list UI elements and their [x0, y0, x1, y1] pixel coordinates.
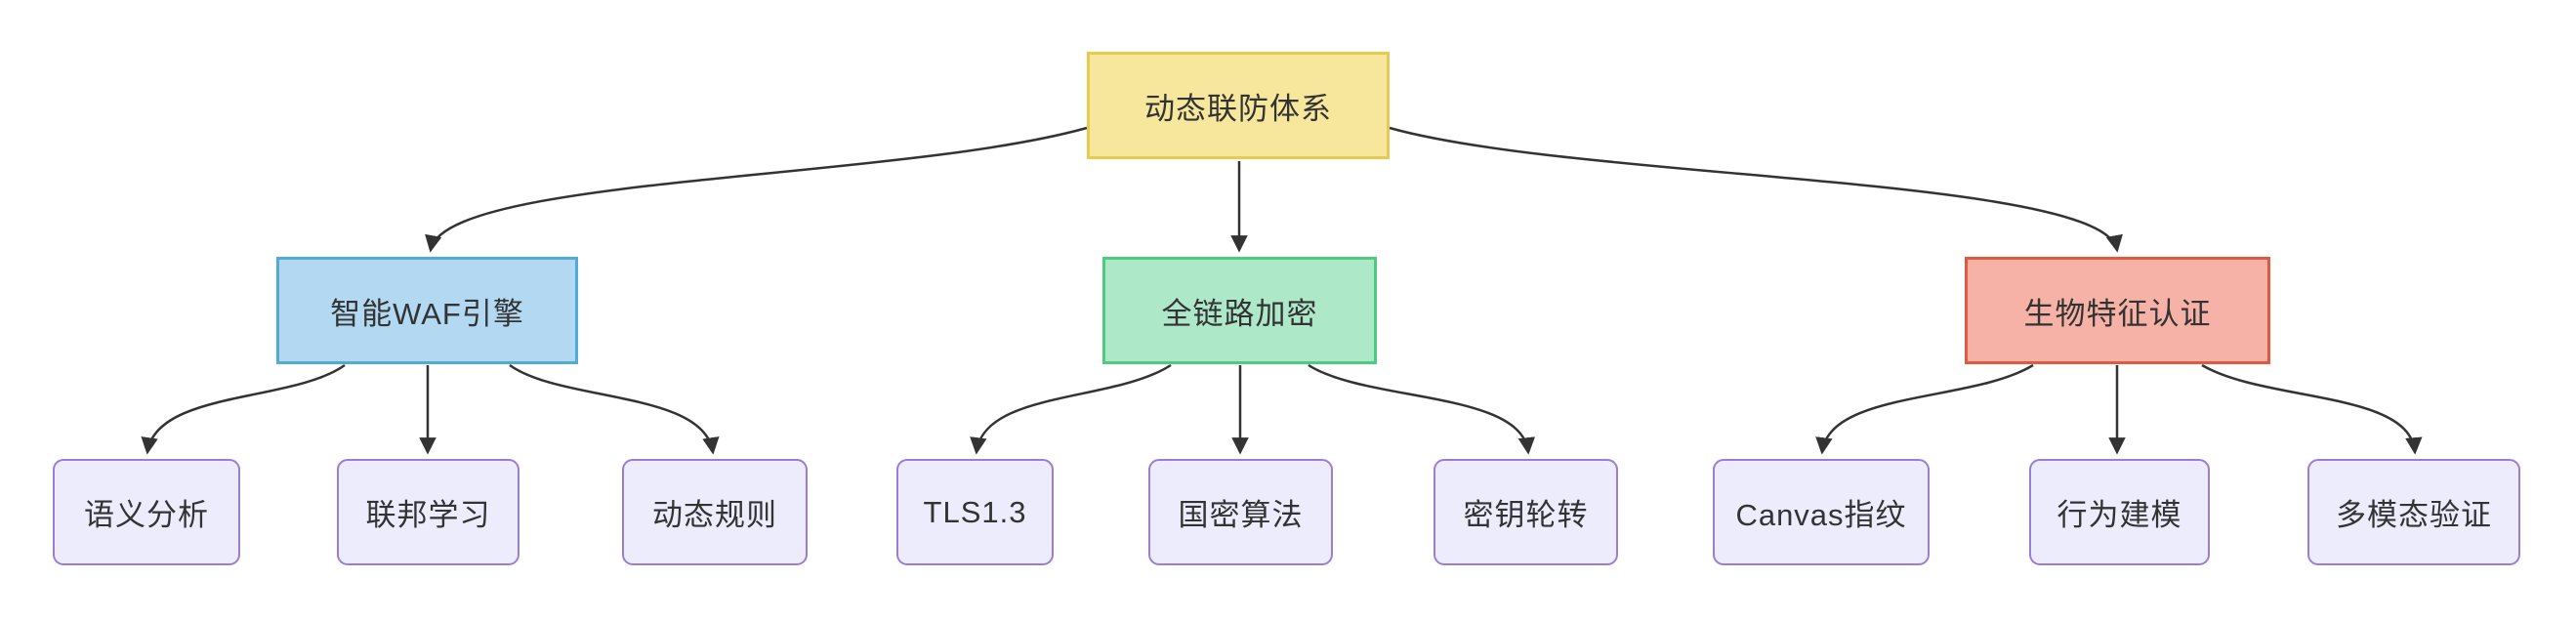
leaf-behavior-modeling: 行为建模: [2029, 459, 2210, 565]
node-label: 生物特征认证: [2023, 296, 2212, 331]
edge-waf-to-semantic: [141, 363, 346, 455]
leaf-gm-algorithm: 国密算法: [1148, 459, 1333, 565]
leaf-key-rotation: 密钥轮转: [1433, 459, 1618, 565]
leaf-dynamic-rules: 动态规则: [622, 459, 808, 565]
node-dynamic-defense-root: 动态联防体系: [1087, 52, 1390, 159]
node-label: 密钥轮转: [1463, 498, 1589, 532]
node-biometric-auth: 生物特征认证: [1965, 257, 2270, 364]
node-full-link-encryption: 全链路加密: [1102, 257, 1377, 364]
edge-waf-to-dynamic-rules: [509, 363, 720, 455]
node-label: 全链路加密: [1161, 296, 1318, 331]
edge-bio-to-multimodal: [2201, 363, 2423, 455]
node-label: 行为建模: [2057, 498, 2182, 532]
edge-root-to-waf: [425, 126, 1088, 253]
node-label: TLS1.3: [923, 494, 1027, 529]
node-label: 智能WAF引擎: [330, 296, 524, 331]
node-label: 动态联防体系: [1144, 91, 1332, 126]
edge-root-to-biometric: [1389, 126, 2123, 253]
node-label: Canvas指纹: [1735, 498, 1907, 532]
edge-bio-to-canvas: [1815, 363, 2034, 455]
node-label: 联邦学习: [365, 498, 491, 532]
leaf-canvas-fingerprint: Canvas指纹: [1713, 459, 1930, 565]
leaf-tls13: TLS1.3: [896, 459, 1054, 565]
node-label: 动态规则: [652, 498, 777, 532]
node-waf-engine: 智能WAF引擎: [276, 257, 578, 364]
leaf-federated-learning: 联邦学习: [337, 459, 519, 565]
node-label: 国密算法: [1178, 498, 1304, 532]
node-label: 多模态验证: [2336, 498, 2492, 532]
leaf-semantic-analysis: 语义分析: [53, 459, 240, 565]
edge-enc-to-key-rotation: [1308, 363, 1536, 455]
leaf-multimodal-verification: 多模态验证: [2307, 459, 2520, 565]
edge-enc-to-tls: [970, 363, 1172, 455]
node-label: 语义分析: [84, 498, 209, 532]
